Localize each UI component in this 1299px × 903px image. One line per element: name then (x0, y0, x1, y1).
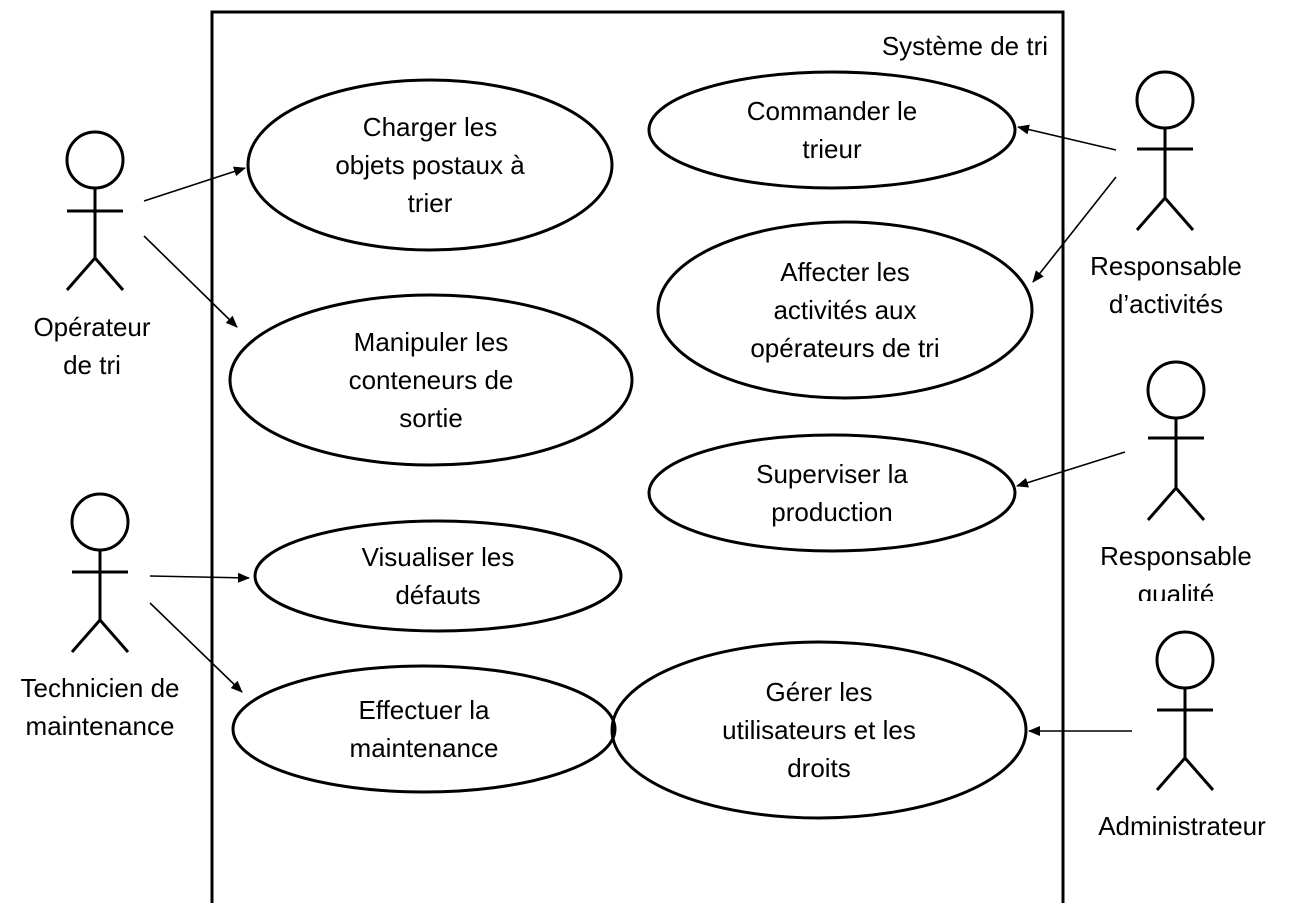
use-case-label-line: Effectuer la (358, 695, 490, 725)
use-case-manipuler: Manipuler les conteneurs de sortie (228, 293, 634, 467)
actor-label-line: Responsable (1090, 251, 1242, 281)
use-case-label-line: sortie (399, 403, 463, 433)
stick-figure-icon (70, 492, 130, 653)
actor-label-line: d’activités (1109, 289, 1223, 319)
actor-label: Opérateur de tri (33, 312, 150, 380)
label-crop-mask (1100, 601, 1260, 621)
use-case-gerer: Gérer les utilisateurs et les droits (610, 640, 1028, 820)
use-case-ellipse (647, 70, 1017, 190)
use-case-label-line: droits (787, 753, 851, 783)
use-case-label: Affecter les activités aux opérateurs de t… (750, 257, 939, 363)
system-title: Système de tri (882, 31, 1048, 61)
use-case-label: Gérer les utilisateurs et les droits (722, 677, 916, 783)
association-arrow (149, 572, 250, 583)
use-case-ellipse (647, 433, 1017, 553)
actor-technicien: Technicien de maintenance (21, 492, 180, 741)
use-case-ellipse (656, 220, 1034, 400)
actor-label-line: de tri (63, 350, 121, 380)
use-case-label-line: Visualiser les (362, 542, 515, 572)
actor-administrateur: Administrateur (1098, 630, 1266, 841)
stick-figure-icon (1155, 630, 1215, 791)
use-case-ellipse (610, 640, 1028, 820)
actor-label-line: Responsable (1100, 541, 1252, 571)
stick-figure-icon (1146, 360, 1206, 521)
use-case-label-line: Charger les (363, 112, 497, 142)
use-case-label-line: utilisateurs et les (722, 715, 916, 745)
use-case-superviser: Superviser la production (647, 433, 1017, 553)
use-case-label-line: Gérer les (766, 677, 873, 707)
use-case-charger: Charger les objets postaux à trier (246, 78, 614, 252)
actor-responsable-activites: Responsable d’activités (1090, 70, 1242, 319)
use-case-ellipse (246, 78, 614, 252)
association-arrow (143, 235, 238, 328)
use-case-label-line: objets postaux à (335, 150, 525, 180)
use-case-label: Superviser la production (756, 459, 908, 527)
actor-label-line: Technicien de (21, 673, 180, 703)
use-case-label-line: Superviser la (756, 459, 908, 489)
actor-label: Responsable d’activités (1090, 251, 1242, 319)
stick-figure-icon (65, 130, 125, 291)
association-arrow (1017, 124, 1117, 151)
use-case-label-line: production (771, 497, 892, 527)
use-case-label-line: Commander le (747, 96, 918, 126)
association-arrow (1016, 451, 1126, 488)
use-case-commander: Commander le trieur (647, 70, 1017, 190)
use-case-label-line: Affecter les (780, 257, 910, 287)
system-boundary (210, 10, 1065, 903)
associations-group (143, 124, 1132, 736)
use-case-label-line: Manipuler les (354, 327, 509, 357)
stick-figure-icon (1135, 70, 1195, 231)
actor-label-line: Opérateur (33, 312, 150, 342)
actor-label-line: maintenance (26, 711, 175, 741)
use-case-affecter: Affecter les activités aux opérateurs de t… (656, 220, 1034, 400)
use-case-label: Charger les objets postaux à trier (335, 112, 525, 218)
use-case-label-line: conteneurs de (349, 365, 514, 395)
use-case-ellipse (253, 519, 623, 633)
actor-label: Administrateur (1098, 811, 1266, 841)
use-case-label: Effectuer la maintenance (350, 695, 499, 763)
actors-group: Opérateur de tri Technicien de maintenance (21, 70, 1266, 841)
use-case-label-line: trieur (802, 134, 862, 164)
actor-label: Technicien de maintenance (21, 673, 180, 741)
use-case-visualiser: Visualiser les défauts (253, 519, 623, 633)
use-case-label-line: défauts (395, 580, 480, 610)
use-case-ellipse (228, 293, 634, 467)
use-case-label-line: trier (408, 188, 453, 218)
use-case-label-line: maintenance (350, 733, 499, 763)
use-case-effectuer: Effectuer la maintenance (231, 664, 617, 794)
use-case-label: Manipuler les conteneurs de sortie (349, 327, 514, 433)
association-arrow (149, 602, 243, 693)
actor-operateur: Opérateur de tri (33, 130, 151, 380)
use-case-label: Visualiser les défauts (362, 542, 515, 610)
use-case-label-line: activités aux (773, 295, 916, 325)
use-cases-group: Charger les objets postaux à trier Manipul… (228, 70, 1034, 820)
use-case-label: Commander le trieur (747, 96, 918, 164)
association-arrow (1032, 176, 1117, 283)
association-arrow (143, 166, 246, 202)
actor-label-line: Administrateur (1098, 811, 1266, 841)
use-case-ellipse (231, 664, 617, 794)
use-case-label-line: opérateurs de tri (750, 333, 939, 363)
